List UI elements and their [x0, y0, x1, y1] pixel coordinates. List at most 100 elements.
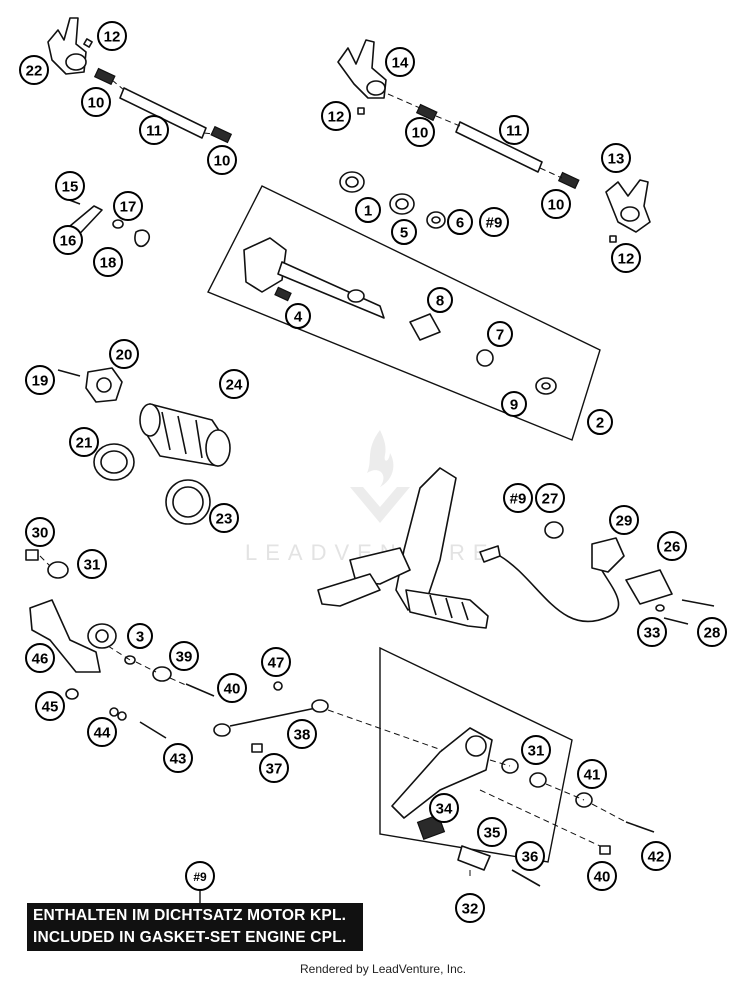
callout-19: 19 — [25, 365, 55, 395]
footrest-bracket — [317, 467, 489, 629]
callout-40: 40 — [587, 861, 617, 891]
washer-17 — [112, 219, 124, 229]
pin-12-top-left — [83, 38, 93, 48]
washer-33 — [655, 604, 665, 612]
callout-31: 31 — [77, 549, 107, 579]
callout-label: 47 — [268, 655, 285, 672]
bolt-30 — [25, 549, 39, 561]
bushing-31-left — [47, 561, 69, 579]
washer-45 — [65, 688, 79, 700]
pin-12-top-mid — [357, 107, 365, 115]
spring-18 — [134, 229, 151, 248]
callout-label: 45 — [42, 699, 59, 716]
callout-24: 24 — [219, 369, 249, 399]
screw-42 — [625, 821, 655, 833]
callout-10: 10 — [207, 145, 237, 175]
bolt-36 — [511, 869, 541, 887]
callout-10: 10 — [81, 87, 111, 117]
callout-label: 20 — [116, 347, 133, 364]
shift-shaft-assembly — [243, 237, 385, 319]
callout-17: 17 — [113, 191, 143, 221]
bushing-39 — [152, 666, 172, 682]
note-line-2: INCLUDED IN GASKET-SET ENGINE CPL. — [33, 929, 347, 946]
note-ref-label: #9 — [193, 870, 207, 884]
callout-13: 13 — [601, 143, 631, 173]
bracket-26 — [625, 569, 673, 605]
leadventure-watermark-logo — [350, 430, 410, 523]
callout-label: 3 — [136, 629, 144, 646]
callout-label: 44 — [94, 725, 111, 742]
callout-label: 30 — [32, 525, 49, 542]
callout-label: 23 — [216, 511, 233, 528]
shift-fork-13 — [605, 179, 651, 233]
callout-label: 22 — [26, 63, 43, 80]
callout-label: 28 — [704, 625, 721, 642]
callout-43: 43 — [163, 743, 193, 773]
callout-33: 33 — [637, 617, 667, 647]
callout-10: 10 — [541, 189, 571, 219]
callout-label: 41 — [584, 767, 601, 784]
nut-44-b — [117, 711, 127, 721]
callout-12: 12 — [611, 243, 641, 273]
callout-label: 13 — [608, 151, 625, 168]
callout-16: 16 — [53, 225, 83, 255]
spring-8-and-circlip-7 — [409, 313, 494, 367]
spring-10-b — [210, 125, 233, 144]
callout-44: 44 — [87, 717, 117, 747]
callout-1: 1 — [355, 197, 381, 223]
note-line-1: ENTHALTEN IM DICHTSATZ MOTOR KPL. — [33, 907, 347, 924]
callout-hash9: #9 — [503, 483, 533, 513]
callout-label: 12 — [104, 29, 121, 46]
callout-label: 35 — [484, 825, 501, 842]
callout-hash9: #9 — [479, 207, 509, 237]
callout-46: 46 — [25, 643, 55, 673]
callout-label: 5 — [400, 225, 408, 242]
shift-rod-11-left — [119, 87, 207, 139]
callout-label: 10 — [412, 125, 429, 142]
callout-32: 32 — [455, 893, 485, 923]
callout-label: 7 — [496, 327, 504, 344]
callout-label: 1 — [364, 203, 372, 220]
callout-label: 29 — [616, 513, 633, 530]
callout-label: 33 — [644, 625, 661, 642]
callout-label: 11 — [146, 123, 162, 140]
callout-label: 10 — [88, 95, 105, 112]
callout-label: 46 — [32, 651, 49, 668]
o-ring-27 — [544, 521, 564, 539]
nut-44-a — [109, 707, 119, 717]
callout-47: 47 — [261, 647, 291, 677]
callout-12: 12 — [97, 21, 127, 51]
callout-5: 5 — [391, 219, 417, 245]
callout-3: 3 — [127, 623, 153, 649]
callout-label: 4 — [294, 309, 303, 326]
callout-label: 37 — [266, 761, 283, 778]
nut-47 — [273, 681, 283, 691]
callout-6: 6 — [447, 209, 473, 235]
callout-label: 34 — [436, 801, 453, 818]
callout-label: 36 — [522, 849, 539, 866]
screw-40-left — [185, 683, 215, 697]
screw-37 — [251, 743, 263, 753]
callout-label: 42 — [648, 849, 665, 866]
callout-8: 8 — [427, 287, 453, 313]
callout-41: 41 — [577, 759, 607, 789]
callout-label: #9 — [510, 491, 527, 508]
callout-label: 43 — [170, 751, 187, 768]
callout-label: 38 — [294, 727, 311, 744]
callout-label: 15 — [62, 179, 79, 196]
callout-35: 35 — [477, 817, 507, 847]
callout-20: 20 — [109, 339, 139, 369]
callout-note-ref: #9 — [185, 861, 215, 903]
shift-fork-14 — [337, 39, 387, 99]
callout-label: 8 — [436, 293, 444, 310]
pin-12-right — [609, 235, 617, 243]
callout-label: 40 — [594, 869, 611, 886]
callout-label: 14 — [392, 55, 409, 72]
gasket-set-note: ENTHALTEN IM DICHTSATZ MOTOR KPL. INCLUD… — [27, 903, 363, 951]
callout-22: 22 — [19, 55, 49, 85]
callout-label: 32 — [462, 901, 479, 918]
render-credit: Rendered by LeadVenture, Inc. — [300, 962, 467, 976]
callout-label: 2 — [596, 415, 604, 432]
callout-12: 12 — [321, 101, 351, 131]
